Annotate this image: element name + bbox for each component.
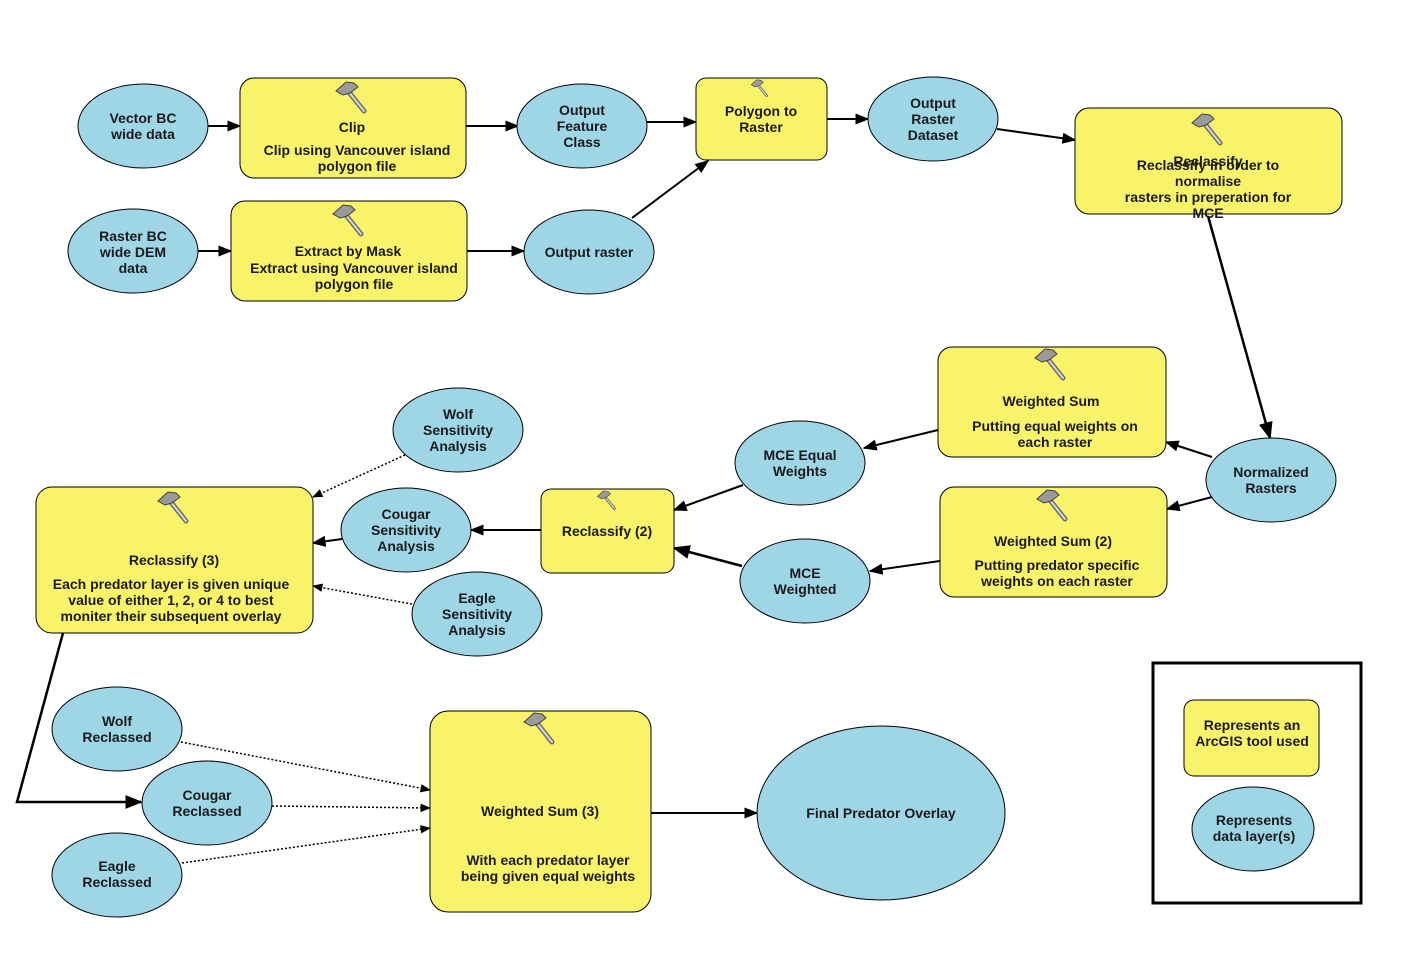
data-eagle-reclassed <box>51 832 183 918</box>
edge-normalized-to-ws2 <box>1165 496 1213 512</box>
edge-eagle-to-reclassify3 <box>311 583 413 605</box>
data-eagle-sensitivity <box>411 571 543 657</box>
data-normalized-rasters <box>1205 437 1337 523</box>
tool-nodes <box>35 77 1343 913</box>
data-cougar-sensitivity <box>340 487 472 573</box>
edge-mce-weighted-to-reclassify2 <box>672 545 743 568</box>
legend-tool-swatch <box>1183 699 1320 777</box>
edge-mce-equal-to-reclassify2 <box>672 484 744 511</box>
tool-clip <box>239 77 467 179</box>
edge-reclassify-to-normalized <box>1206 215 1273 440</box>
data-mce-weighted <box>739 538 871 624</box>
tool-reclassify-3 <box>35 486 314 634</box>
edge-cougar-reclassed-to-ws3 <box>271 803 432 813</box>
data-output-raster <box>523 209 655 295</box>
tool-weighted-sum-2 <box>939 486 1168 598</box>
data-cougar-reclassed <box>141 760 273 846</box>
tool-polygon-to-raster <box>695 77 828 161</box>
edge-wolf-to-reclassify3 <box>312 454 406 498</box>
edge-normalized-to-ws <box>1164 440 1213 458</box>
data-nodes <box>51 76 1337 918</box>
data-mce-equal-weights <box>734 420 866 506</box>
data-output-feature-class <box>516 83 648 169</box>
edge-output-to-polygon <box>631 160 710 219</box>
data-raster-bc <box>67 208 199 294</box>
edge-dataset-to-reclassify <box>996 128 1077 144</box>
edge-ws2-to-mce-weighted <box>868 560 941 575</box>
connectors <box>15 113 1273 864</box>
tool-reclassify <box>1074 107 1343 215</box>
data-wolf-reclassed <box>51 686 183 772</box>
data-output-raster-dataset <box>867 76 999 162</box>
data-wolf-sensitivity <box>392 387 524 473</box>
edge-cougar-to-reclassify3 <box>311 535 343 547</box>
data-vector-bc <box>77 83 209 169</box>
edge-ws-to-mce-equal <box>862 429 939 451</box>
edge-reclassify3-to-cougar-reclassed <box>15 632 143 809</box>
tool-extract-by-mask <box>230 200 468 302</box>
legend-box <box>1151 661 1363 905</box>
tool-weighted-sum <box>937 346 1167 458</box>
tool-reclassify-2 <box>540 488 675 574</box>
legend-data-swatch <box>1191 786 1315 872</box>
tool-weighted-sum-3 <box>429 710 652 913</box>
edge-eagle-reclassed-to-ws3 <box>181 825 432 864</box>
data-final-overlay <box>756 725 1006 901</box>
